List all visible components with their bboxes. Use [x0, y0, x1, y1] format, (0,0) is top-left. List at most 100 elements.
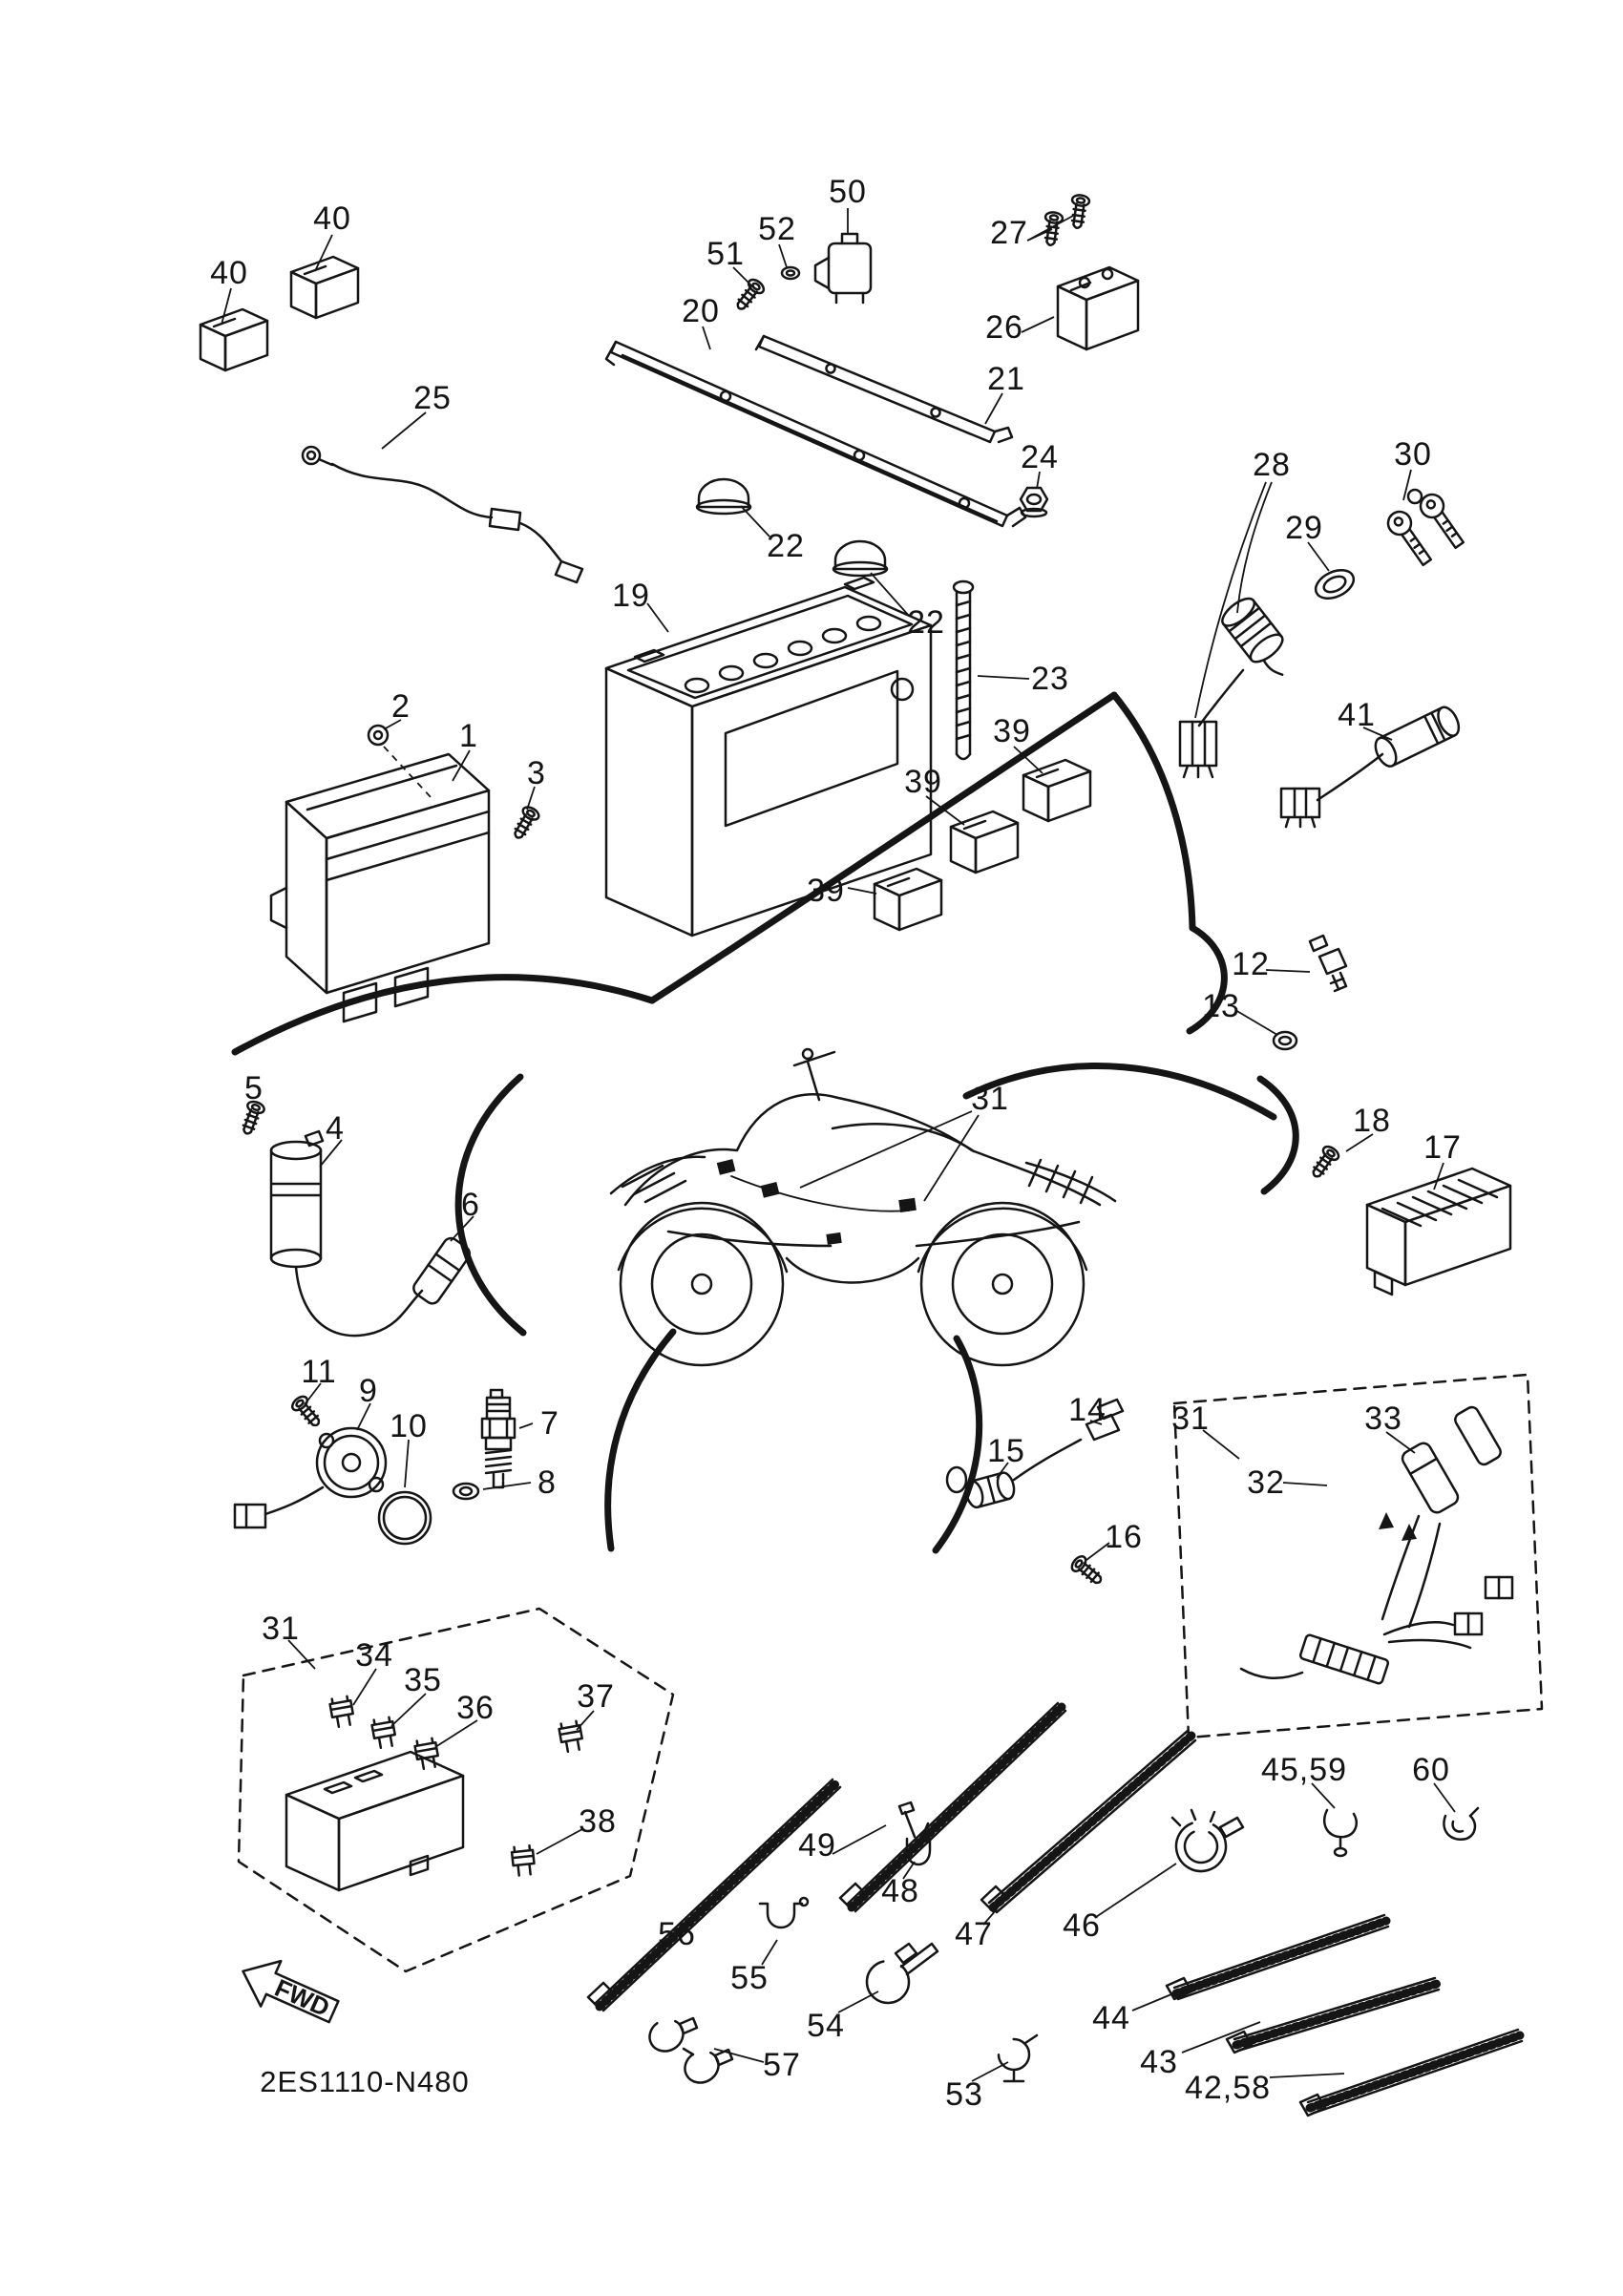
thermo-sensor-12 [1308, 934, 1348, 993]
part-callout: 51 [706, 236, 745, 272]
keys-30 [1386, 488, 1465, 567]
clip-60 [1443, 1806, 1480, 1842]
grommet-2 [367, 724, 390, 747]
screw-18 [1306, 1143, 1342, 1183]
screw-51 [730, 275, 768, 315]
part-callout: 47 [955, 1916, 993, 1952]
part-callout: 31 [262, 1611, 300, 1647]
wire-lead-25 [301, 445, 584, 584]
part-callout: 39 [904, 764, 942, 800]
part-callout: 49 [798, 1827, 836, 1864]
cable-tie-42-58 [1298, 2028, 1525, 2117]
part-callout: 39 [993, 713, 1031, 749]
part-callout: 60 [1412, 1752, 1450, 1788]
part-callout: 39 [807, 873, 845, 909]
part-callout: 13 [1202, 988, 1240, 1024]
part-callout: 42,58 [1184, 2070, 1272, 2106]
part-callout: 17 [1423, 1129, 1462, 1166]
plug-cap-6 [294, 1236, 472, 1338]
fwd-label: FWD [270, 1973, 333, 2022]
band-clamp-46 [1170, 1808, 1245, 1873]
o-ring-10 [377, 1490, 432, 1546]
cable-tie-47 [980, 1729, 1197, 1914]
cable-tie-56 [586, 1778, 842, 2012]
part-callout: 4 [326, 1110, 345, 1147]
part-callout: 8 [537, 1464, 557, 1501]
part-callout: 22 [907, 604, 945, 641]
part-callout: 20 [682, 293, 720, 329]
rubber-cap-22-left [695, 477, 752, 516]
part-callout: 23 [1031, 661, 1069, 697]
atv-vehicle [609, 1047, 1117, 1367]
part-callout: 10 [390, 1408, 428, 1444]
part-callout: 35 [404, 1662, 442, 1698]
flange-nut-24 [1019, 486, 1049, 518]
part-callout: 1 [459, 718, 478, 754]
part-number-code: 2ES1110-N480 [260, 2065, 470, 2098]
washer-8 [452, 1482, 480, 1501]
part-callout: 33 [1364, 1401, 1402, 1437]
part-callout: 38 [579, 1803, 617, 1840]
washer-13 [1272, 1030, 1298, 1051]
part-callout: 9 [359, 1373, 378, 1409]
cable-tie-49 [838, 1701, 1067, 1913]
part-callout: 31 [971, 1081, 1009, 1117]
part-callout: 45,59 [1260, 1752, 1348, 1788]
band-clamp-54 [865, 1942, 939, 2005]
fwd-arrow: FWD [242, 1959, 340, 2024]
part-callout: 43 [1140, 2044, 1178, 2080]
part-callout: 26 [985, 309, 1023, 346]
harness-swoosh-lines [231, 691, 1299, 1554]
leader-lines [221, 208, 1456, 2082]
part-callout: 54 [807, 2008, 845, 2044]
part-callout: 40 [210, 255, 248, 291]
part-callout: 14 [1068, 1392, 1107, 1428]
part-callout: 22 [767, 528, 805, 564]
part-callout: 24 [1021, 439, 1059, 475]
cdi-unit-1 [269, 752, 491, 1023]
part-callout: 56 [658, 1916, 696, 1952]
flasher-relay-50 [813, 232, 873, 305]
neutral-switch-9 [233, 1426, 388, 1529]
main-switch-28 [1178, 597, 1284, 779]
battery-19 [604, 576, 933, 937]
part-callout: 41 [1338, 697, 1376, 733]
ignition-coil-assy-41 [1279, 706, 1461, 829]
part-callout: 21 [987, 361, 1025, 397]
part-callout: 12 [1232, 946, 1270, 982]
part-callout: 52 [758, 211, 796, 247]
screw-11 [288, 1392, 326, 1432]
rubber-cap-22-right [832, 539, 889, 578]
part-callout: 44 [1092, 2000, 1130, 2036]
part-callout: 34 [355, 1637, 393, 1674]
part-callout: 19 [612, 578, 650, 614]
bolt-23 [952, 579, 975, 761]
part-callout: 7 [540, 1405, 559, 1442]
part-callout: 6 [461, 1187, 480, 1223]
part-callout: 25 [413, 380, 452, 416]
part-callout: 27 [990, 215, 1028, 251]
ring-nut-29 [1314, 568, 1356, 600]
part-callout: 40 [313, 200, 351, 237]
part-callout: 37 [577, 1678, 615, 1715]
clamp-53 [997, 2033, 1039, 2083]
battery-bracket-21 [754, 334, 1014, 444]
part-callout: 53 [945, 2076, 983, 2113]
band-clamp-48 [897, 1801, 932, 1866]
part-callout: 3 [527, 755, 546, 791]
part-callout: 55 [730, 1960, 769, 1996]
part-callout: 32 [1247, 1464, 1285, 1501]
cable-tie-43 [1225, 1976, 1442, 2054]
screw-3 [508, 803, 542, 843]
cable-tie-44 [1165, 1913, 1391, 2001]
part-callout: 50 [829, 174, 867, 210]
connector-14 [1085, 1398, 1125, 1442]
switch-15 [945, 1438, 1083, 1509]
starter-relay-26 [1056, 265, 1140, 351]
clamp-57 [648, 2016, 734, 2084]
fuse-box-area-31 [237, 1607, 675, 1973]
clamp-45-59 [1322, 1808, 1358, 1858]
part-callout: 15 [987, 1433, 1025, 1469]
